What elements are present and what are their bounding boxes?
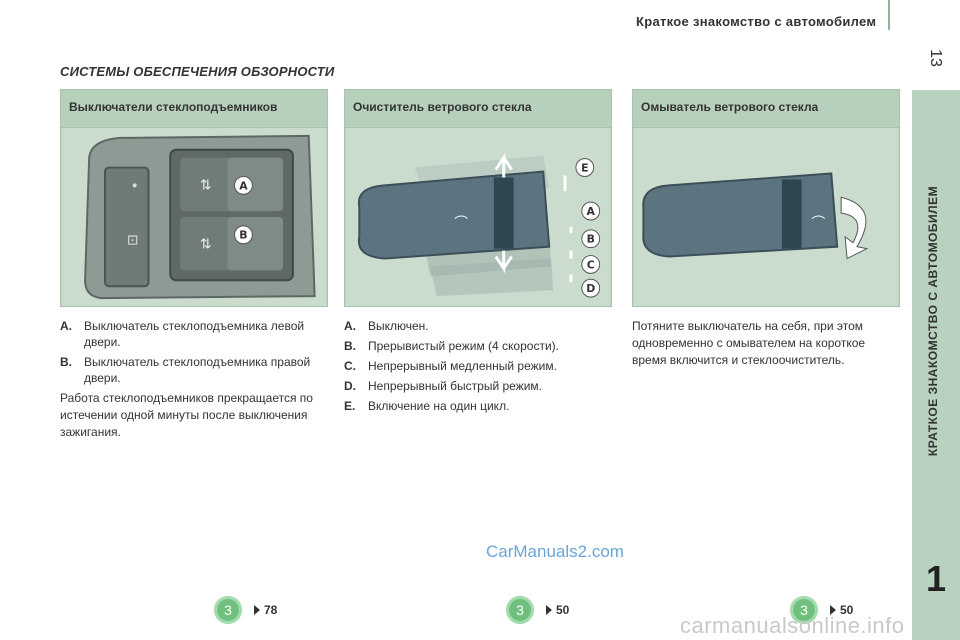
chapter-badge: 3 xyxy=(790,596,818,624)
washer-stalk-illustration: ⌒ xyxy=(633,128,899,306)
panel-heading-wiper: Очиститель ветрового стекла xyxy=(344,89,612,127)
callout-d: D xyxy=(581,278,601,298)
chapter-sidebar-label: КРАТКОЕ ЗНАКОМСТВО С АВТОМОБИЛЕМ xyxy=(926,185,940,457)
list-item-key: A. xyxy=(60,319,72,333)
chapter-badge: 3 xyxy=(506,596,534,624)
callout-b: B xyxy=(234,225,253,245)
list-item: B. Выключатель стеклоподъемника правой д… xyxy=(60,354,330,386)
wiper-modes-list: A. Выключен. B. Прерывистый режим (4 ско… xyxy=(344,318,612,418)
page-reference[interactable]: 3 50 xyxy=(506,596,569,624)
callout-b-label: B xyxy=(587,233,595,246)
arrow-right-icon xyxy=(546,605,552,615)
callout-e: E xyxy=(575,158,595,177)
page-reference[interactable]: 3 78 xyxy=(214,596,277,624)
callout-a: A xyxy=(581,201,601,221)
list-item: B. Прерывистый режим (4 скорости). xyxy=(344,338,612,354)
chapter-number: 1 xyxy=(925,558,947,599)
chapter-sidebar: КРАТКОЕ ЗНАКОМСТВО С АВТОМОБИЛЕМ 1 xyxy=(912,90,960,640)
panel-heading-washer: Омыватель ветрового стекла xyxy=(632,89,900,127)
list-item: E. Включение на один цикл. xyxy=(344,398,612,414)
window-switches-list: A. Выключатель стеклоподъемника левой дв… xyxy=(60,318,330,441)
page-reference[interactable]: 3 50 xyxy=(790,596,853,624)
panel-image-wiper: ⌒ E A B C D xyxy=(344,127,612,307)
header-divider xyxy=(888,0,890,30)
svg-text:⊡: ⊡ xyxy=(127,233,139,249)
list-item-text: Непрерывный быстрый режим. xyxy=(368,379,543,393)
callout-b-label: B xyxy=(239,229,247,242)
callout-a-label: A xyxy=(587,205,596,218)
window-switch-illustration: ⊡ ⇅ ⇅ A B xyxy=(61,128,327,306)
callout-e-label: E xyxy=(581,162,588,175)
reference-page-number: 78 xyxy=(264,603,278,617)
pull-arrow-icon xyxy=(840,196,869,260)
section-title: СИСТЕМЫ ОБЕСПЕЧЕНИЯ ОБЗОРНОСТИ xyxy=(60,64,335,79)
watermark-carmanualsonline: carmanualsonline.info xyxy=(680,613,905,638)
callout-c: C xyxy=(581,255,601,274)
panel-image-window-switches: ⊡ ⇅ ⇅ A B xyxy=(60,127,328,307)
svg-text:⇅: ⇅ xyxy=(200,177,212,193)
callout-a-label: A xyxy=(239,179,248,192)
svg-text:⇅: ⇅ xyxy=(200,237,212,253)
svg-text:⌒: ⌒ xyxy=(811,215,825,231)
list-item-key: C. xyxy=(344,359,356,373)
list-item-text: Непрерывный медленный режим. xyxy=(368,359,557,373)
list-item-text: Выключатель стеклоподъемника левой двери… xyxy=(84,319,305,349)
list-item: A. Выключатель стеклоподъемника левой дв… xyxy=(60,318,330,350)
list-item-text: Выключатель стеклоподъемника правой двер… xyxy=(84,355,311,385)
arrow-right-icon xyxy=(254,605,260,615)
chapter-badge: 3 xyxy=(214,596,242,624)
reference-page-number: 50 xyxy=(556,603,570,617)
page-header-title: Краткое знакомство с автомобилем xyxy=(636,14,877,29)
callout-d-label: D xyxy=(586,282,595,295)
watermark-carmanuals2[interactable]: CarManuals2.com xyxy=(486,542,624,561)
list-item-text: Включение на один цикл. xyxy=(368,399,510,413)
list-item-key: E. xyxy=(344,399,356,413)
callout-b: B xyxy=(581,229,601,249)
list-item-key: D. xyxy=(344,379,356,393)
list-item-key: B. xyxy=(344,339,356,353)
reference-page-number: 50 xyxy=(840,603,854,617)
list-item: D. Непрерывный быстрый режим. xyxy=(344,378,612,394)
list-item-key: B. xyxy=(60,355,72,369)
panel-image-washer: ⌒ xyxy=(632,127,900,307)
panel-heading-window-switches: Выключатели стеклоподъемников xyxy=(60,89,328,127)
svg-text:⌒: ⌒ xyxy=(454,215,468,231)
window-switches-note: Работа стеклоподъемников прекращается по… xyxy=(60,391,313,439)
callout-c-label: C xyxy=(587,258,595,271)
list-item-key: A. xyxy=(344,319,356,333)
wiper-stalk-illustration: ⌒ E A B C D xyxy=(345,128,611,306)
arrow-right-icon xyxy=(830,605,836,615)
list-item-text: Выключен. xyxy=(368,319,429,333)
callout-a: A xyxy=(234,175,253,195)
list-item-text: Прерывистый режим (4 скорости). xyxy=(368,339,559,353)
washer-note: Потяните выключатель на себя, при этом о… xyxy=(632,319,866,367)
list-item: C. Непрерывный медленный режим. xyxy=(344,358,612,374)
list-item: A. Выключен. xyxy=(344,318,612,334)
